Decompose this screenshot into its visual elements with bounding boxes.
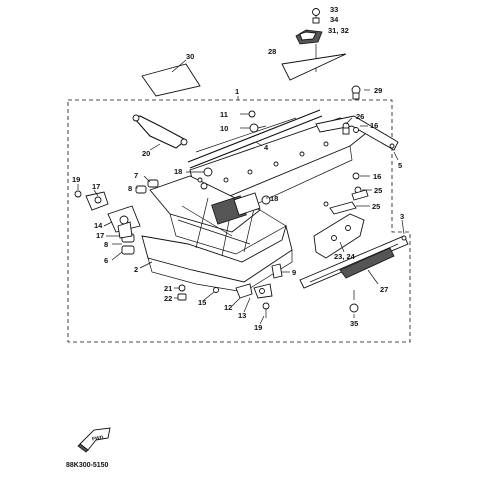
callout-13: 13 bbox=[238, 311, 246, 320]
callout-34: 34 bbox=[330, 15, 339, 24]
callout-28: 28 bbox=[268, 47, 276, 56]
assembly-boundary bbox=[67, 99, 411, 343]
callout-5: 5 bbox=[398, 161, 402, 170]
drawing-code: 88K300-5150 bbox=[66, 462, 109, 469]
callout-3: 3 bbox=[400, 212, 404, 221]
callout-6: 6 bbox=[104, 256, 108, 265]
callout-9: 9 bbox=[292, 268, 296, 277]
leader-lines bbox=[77, 89, 405, 325]
part-23-24-cover bbox=[313, 213, 365, 259]
callout-19-left: 19 bbox=[72, 175, 80, 184]
callout-1: 1 bbox=[235, 87, 239, 96]
callout-8-lower: 8 bbox=[104, 240, 108, 249]
callout-17-lower: 17 bbox=[96, 231, 104, 240]
callout-4: 4 bbox=[264, 143, 269, 152]
callout-16-right: 16 bbox=[373, 172, 381, 181]
callout-7: 7 bbox=[134, 171, 138, 180]
callout-8-upper: 8 bbox=[128, 184, 132, 193]
callout-11: 11 bbox=[220, 110, 228, 119]
part-4-rails bbox=[187, 109, 323, 169]
callout-23-24: 23, 24 bbox=[334, 252, 356, 261]
callout-20: 20 bbox=[142, 149, 150, 158]
callout-22: 22 bbox=[164, 294, 172, 303]
callout-labels: 33 34 31, 32 28 30 1 29 11 10 26 16 4 20… bbox=[72, 5, 404, 332]
callout-14: 14 bbox=[94, 221, 103, 230]
left-side-parts bbox=[74, 179, 159, 255]
callout-27: 27 bbox=[380, 285, 388, 294]
front-arrow-label: FWD bbox=[92, 435, 105, 443]
part-29-cap bbox=[351, 85, 361, 100]
callout-30: 30 bbox=[186, 52, 194, 61]
part-28-panel bbox=[281, 53, 347, 81]
callout-31-32: 31, 32 bbox=[328, 26, 349, 35]
callout-10: 10 bbox=[220, 124, 228, 133]
callout-19-bottom: 19 bbox=[254, 323, 262, 332]
small-fasteners-right bbox=[342, 122, 362, 194]
callout-33: 33 bbox=[330, 5, 338, 14]
callout-35: 35 bbox=[350, 319, 358, 328]
callout-29: 29 bbox=[374, 86, 382, 95]
callout-2: 2 bbox=[134, 265, 138, 274]
callout-18-upper: 18 bbox=[174, 167, 182, 176]
part-1-chassis bbox=[141, 117, 371, 293]
callout-15: 15 bbox=[198, 298, 206, 307]
top-fasteners bbox=[295, 8, 323, 45]
part-20-bracket bbox=[132, 114, 188, 149]
part-5-side-bracket bbox=[315, 115, 399, 151]
part-10-11-fittings bbox=[248, 110, 267, 133]
front-arrow-icon: FWD bbox=[77, 427, 111, 453]
part-25-clips bbox=[323, 189, 369, 215]
part-30-pad bbox=[141, 63, 201, 97]
callout-26: 26 bbox=[356, 112, 364, 121]
callout-25-lower: 25 bbox=[372, 202, 380, 211]
part-3-27-rail bbox=[299, 235, 409, 289]
bottom-fasteners bbox=[177, 263, 283, 318]
callout-21: 21 bbox=[164, 284, 172, 293]
callout-18-lower: 18 bbox=[270, 194, 278, 203]
callout-25-upper: 25 bbox=[374, 186, 382, 195]
callout-17-upper: 17 bbox=[92, 182, 100, 191]
callout-12: 12 bbox=[224, 303, 232, 312]
callout-16-top: 16 bbox=[370, 121, 378, 130]
part-35-bolt bbox=[349, 290, 359, 313]
